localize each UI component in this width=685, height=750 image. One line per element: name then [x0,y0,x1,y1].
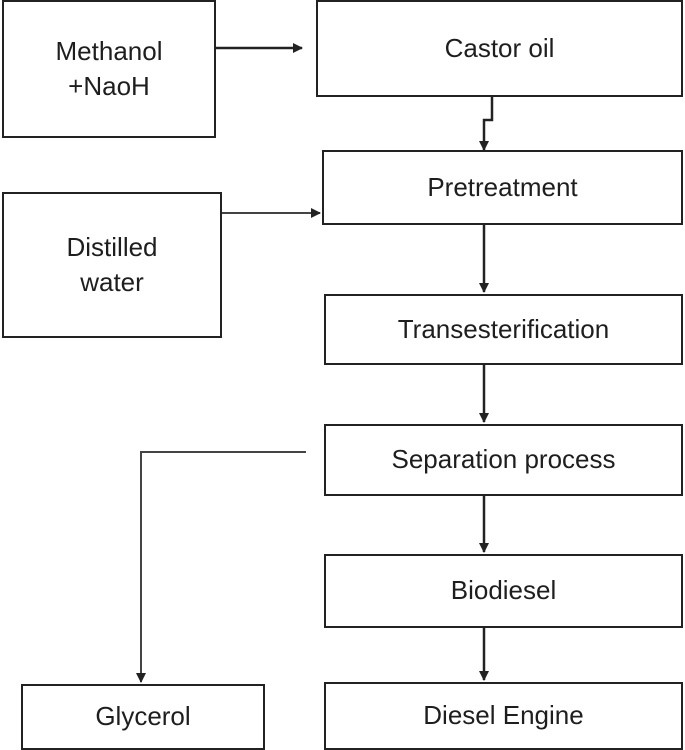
arrow-separation-to-glycerol [136,451,306,683]
glycerol-label: Glycerol [95,701,191,732]
methanol-naoh-box: Methanol +NaoH [2,0,216,138]
biodiesel-box: Biodiesel [324,554,683,628]
diesel-engine-label: Diesel Engine [423,700,584,731]
transesterification-box: Transesterification [324,294,683,365]
castor-oil-box: Castor oil [316,0,683,97]
naoh-label: +NaoH [68,71,150,101]
biodiesel-label: Biodiesel [450,575,557,606]
arrow-castor-oil-to-pretreatment [479,97,494,151]
pretreatment-label: Pretreatment [427,171,578,202]
water-label: water [80,267,144,297]
pretreatment-box: Pretreatment [322,150,683,225]
transesterification-label: Transesterification [397,313,610,344]
methanol-label: Methanol [55,35,163,66]
diesel-engine-box: Diesel Engine [324,682,683,750]
separation-process-label: Separation process [391,444,616,475]
distilled-label: Distilled [66,231,158,262]
separation-process-box: Separation process [324,424,683,496]
castor-oil-label: Castor oil [444,32,555,63]
distilled-water-box: Distilled water [2,192,222,338]
glycerol-box: Glycerol [21,684,265,750]
